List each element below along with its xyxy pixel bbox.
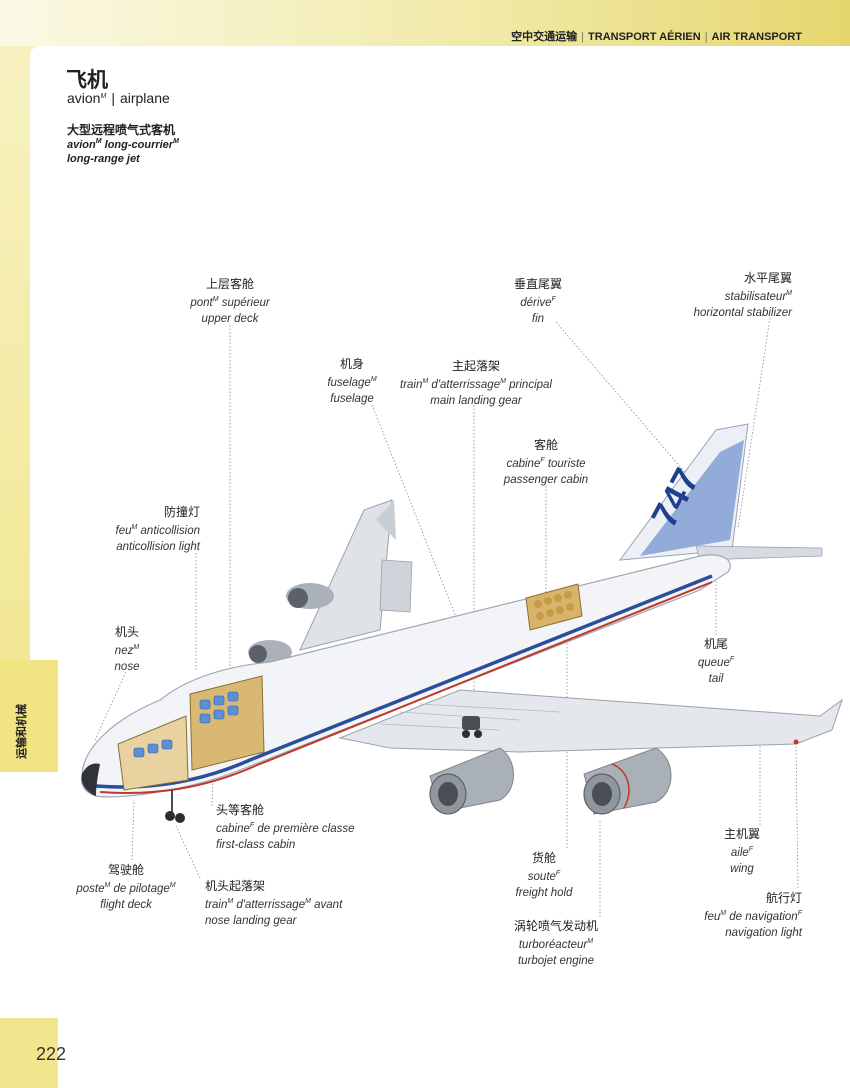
landing-gear	[165, 716, 482, 823]
header-band	[0, 0, 850, 46]
callout-fin: 垂直尾翼 dériveF fin	[513, 277, 563, 325]
callout-passenger-cabin: 客舱 cabineF touriste passenger cabin	[503, 438, 589, 486]
callout-tail: 机尾 queueF tail	[697, 637, 735, 685]
callout-main-gear: 主起落架 trainM d'atterrissageM principal ma…	[400, 359, 552, 407]
nose-gear-wheel	[165, 811, 175, 821]
near-engines	[429, 747, 672, 815]
tail-fin: 747	[618, 423, 823, 561]
header-zh: 空中交通运输	[511, 31, 578, 43]
leader-nose-gear	[175, 825, 201, 879]
gender-mark: M	[100, 93, 107, 100]
far-wing	[248, 499, 413, 664]
leader-flight-deck	[131, 799, 135, 861]
section-title: 大型远程喷气式客机	[67, 123, 176, 137]
first-class-cutaway	[189, 675, 265, 771]
page-title: 飞机	[66, 68, 108, 92]
title-en: airplane	[119, 90, 170, 106]
callout-stabilizer: 水平尾翼 stabilisateurM horizontal stabilize…	[693, 271, 792, 319]
page-subtitle: avionM |airplane	[67, 90, 170, 106]
stripe-red	[99, 581, 713, 794]
section-tab	[0, 660, 58, 772]
section-title-fr: avionM long-courrierM	[67, 138, 179, 151]
footer-margin-band	[0, 1018, 58, 1088]
title-fr: avion	[67, 90, 101, 106]
callout-nose: 机头 nezM nose	[114, 625, 140, 673]
title-separator: |	[111, 90, 115, 106]
header-separator: |	[581, 31, 585, 43]
callout-fuselage: 机身 fuselageM fuselage	[327, 357, 377, 405]
leader-fuselage	[371, 404, 459, 623]
leader-lines	[93, 317, 799, 917]
header-separator: |	[704, 31, 708, 43]
section-title-en: long-range jet	[67, 153, 140, 165]
leader-nose	[93, 671, 127, 743]
cutaway	[117, 583, 583, 791]
navigation-light	[793, 739, 799, 745]
leader-nav-light	[795, 743, 799, 889]
callout-anticollision: 防撞灯 feuM anticollision anticollision lig…	[115, 505, 201, 553]
callout-flight-deck: 驾驶舱 posteM de pilotageM flight deck	[76, 863, 176, 911]
side-margin-inset	[30, 46, 58, 770]
nose-cone	[81, 763, 100, 796]
callout-first-class: 头等客舱 cabineF de première classe first-cl…	[216, 803, 355, 851]
callout-nav-light: 航行灯 feuM de navigationF navigation light	[704, 891, 802, 939]
page-number: 222	[36, 1044, 67, 1064]
stripe-blue	[95, 574, 713, 789]
header-fr: TRANSPORT AÉRIEN	[588, 31, 701, 43]
callout-freight-hold: 货舱 souteF freight hold	[515, 851, 573, 899]
running-header: 空中交通运输|TRANSPORT AÉRIEN|AIR TRANSPORT	[511, 28, 802, 44]
leader-stabilizer	[737, 317, 771, 529]
callout-nose-gear: 机头起落架 trainM d'atterrissageM avant nose …	[205, 879, 343, 927]
callout-upper-deck: 上层客舱 pontM supérieur upper deck	[190, 277, 270, 325]
horizontal-stabilizer-shape	[695, 545, 823, 561]
header-en: AIR TRANSPORT	[711, 31, 802, 43]
callout-wing: 主机翼 aileF wing	[723, 827, 761, 875]
callout-turbojet: 涡轮喷气发动机 turboréacteurM turbojet engine	[513, 919, 599, 967]
